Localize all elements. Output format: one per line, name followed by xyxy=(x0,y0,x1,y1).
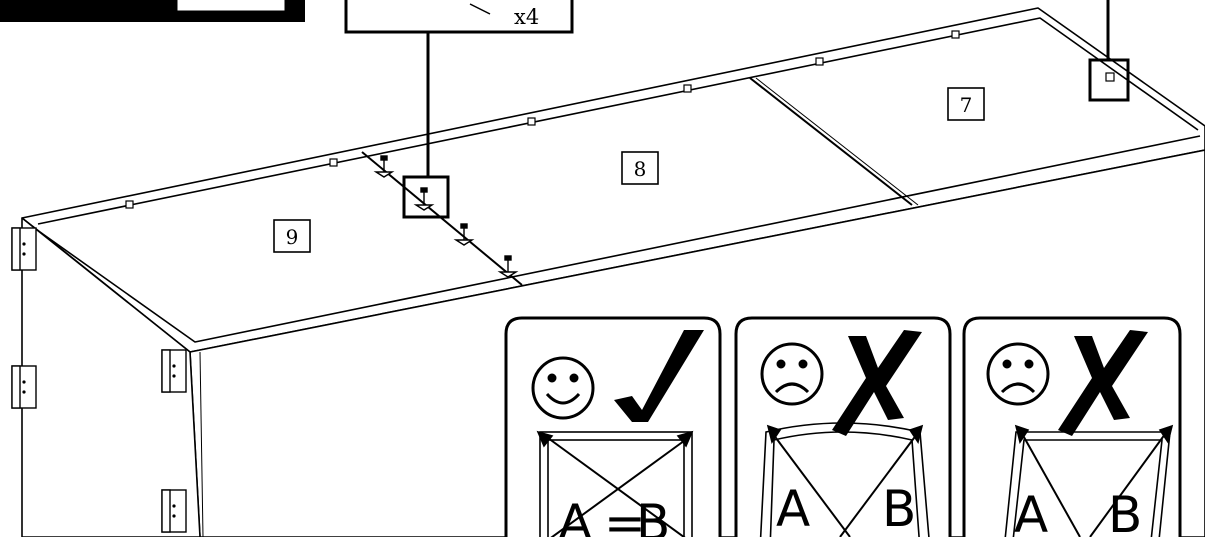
svg-text:B: B xyxy=(882,480,916,537)
quantity-callout: x4 xyxy=(344,0,574,219)
panel-number-9: 9 xyxy=(286,225,299,249)
happy-face-icon xyxy=(531,356,595,420)
feet-dots xyxy=(22,242,176,518)
svg-text:A: A xyxy=(1014,486,1048,537)
quantity-label: x4 xyxy=(514,5,539,29)
panel-label-8: 8 xyxy=(621,151,659,185)
check-panel-correct: A = B xyxy=(504,316,722,537)
cabinet-rim-back xyxy=(37,17,1199,225)
panel-number-8: 8 xyxy=(634,157,647,181)
diagonal-equal-label: A = B xyxy=(558,494,670,537)
check-panel-wrong-1: A B xyxy=(734,316,952,537)
top-left-tab xyxy=(0,0,305,22)
sad-face-icon xyxy=(986,342,1050,406)
skewed-frame xyxy=(1004,424,1174,537)
seam-screws xyxy=(373,155,519,278)
panel-label-9: 9 xyxy=(273,219,311,253)
panel-number-7: 7 xyxy=(960,93,973,117)
checkmark-icon xyxy=(614,330,704,422)
cabinet-rim-front xyxy=(39,135,1201,343)
panel-label-7: 7 xyxy=(947,87,985,121)
svg-text:A: A xyxy=(776,480,810,537)
sad-face-icon xyxy=(760,342,824,406)
screw-icon xyxy=(497,255,519,278)
cross-icon xyxy=(1058,330,1148,436)
svg-text:=: = xyxy=(604,494,646,537)
cabinet-side-face xyxy=(21,217,201,537)
cabinet-front-edge xyxy=(199,351,204,537)
rim-connectors xyxy=(125,30,1115,209)
connector-detail-box xyxy=(1088,58,1130,102)
screw-icon xyxy=(453,223,475,246)
cross-icon xyxy=(832,330,922,436)
connector-callout xyxy=(1088,0,1130,102)
screw-icon xyxy=(373,155,395,178)
cabinet-feet xyxy=(11,227,187,533)
square-frame xyxy=(536,430,694,537)
svg-text:B: B xyxy=(1108,486,1142,537)
diagonal-unequal-label: A B xyxy=(776,480,916,537)
svg-text:B: B xyxy=(636,494,670,537)
screw-detail-box xyxy=(402,175,450,219)
svg-text:A: A xyxy=(558,494,592,537)
check-panel-wrong-2: A B xyxy=(962,316,1182,537)
skewed-frame xyxy=(759,422,930,537)
screw-icon xyxy=(413,187,435,211)
diagonal-unequal-label-2: A B xyxy=(1014,486,1142,537)
